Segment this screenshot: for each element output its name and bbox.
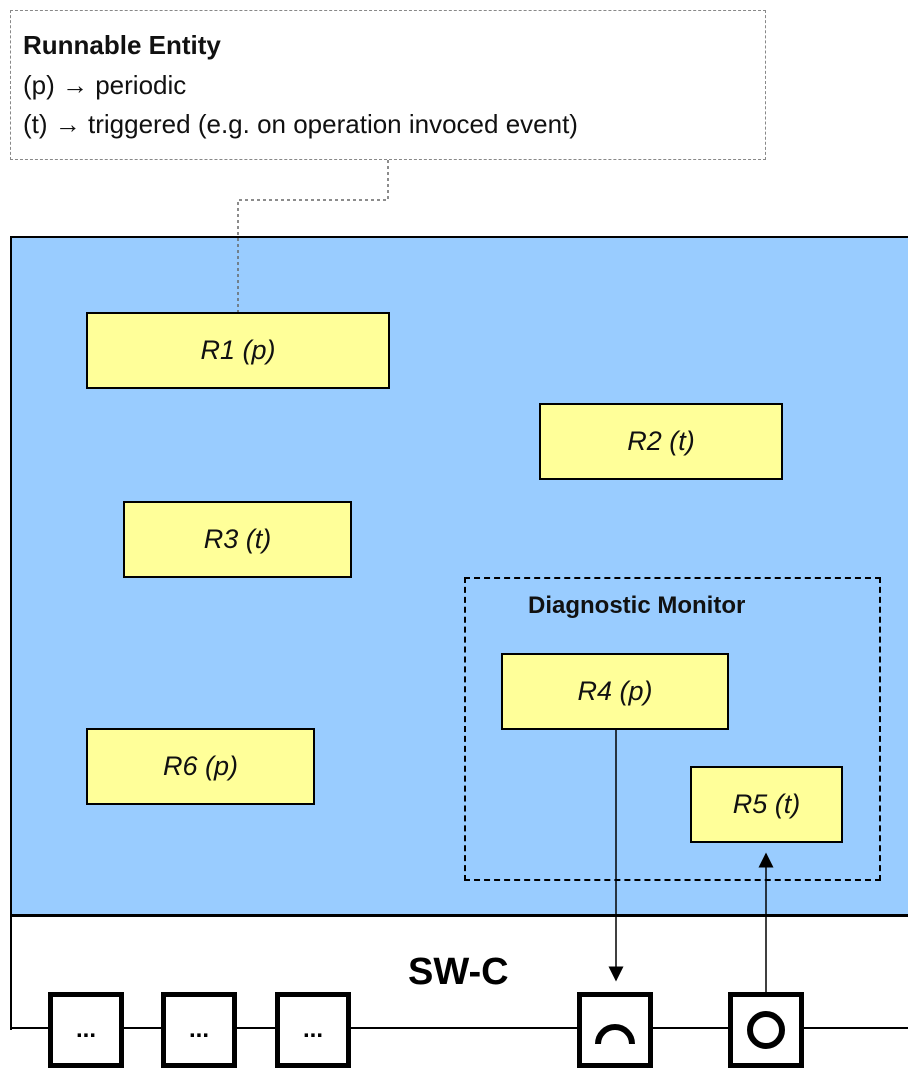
runnable-r2[interactable]: R2 (t) [539,403,783,480]
runnable-r5[interactable]: R5 (t) [690,766,843,843]
legend-triggered: (t) → triggered (e.g. on operation invoc… [23,109,578,139]
diagnostic-monitor-label: Diagnostic Monitor [528,592,746,619]
runnable-r6[interactable]: R6 (p) [86,728,315,805]
port-3-label: ... [302,1016,323,1043]
provided-port-icon [747,1011,785,1049]
runnable-r1[interactable]: R1 (p) [86,312,390,389]
port-1[interactable]: ... [48,992,124,1068]
runnable-r4[interactable]: R4 (p) [501,653,729,730]
port-3[interactable]: ... [275,992,351,1068]
port-2-label: ... [188,1016,209,1043]
runnable-r3[interactable]: R3 (t) [123,501,352,578]
component-label: SW-C [408,951,509,993]
port-2[interactable]: ... [161,992,237,1068]
legend-connector [237,160,389,312]
legend-title: Runnable Entity [23,30,221,60]
diagnostic-monitor-group [464,577,881,881]
provided-port[interactable] [728,992,804,1068]
legend-periodic: (p) → periodic [23,70,187,100]
port-1-label: ... [75,1016,96,1043]
legend-note: Runnable Entity (p) → periodic (t) → tri… [10,10,766,160]
required-port-icon [595,1024,635,1045]
required-port[interactable] [577,992,653,1068]
